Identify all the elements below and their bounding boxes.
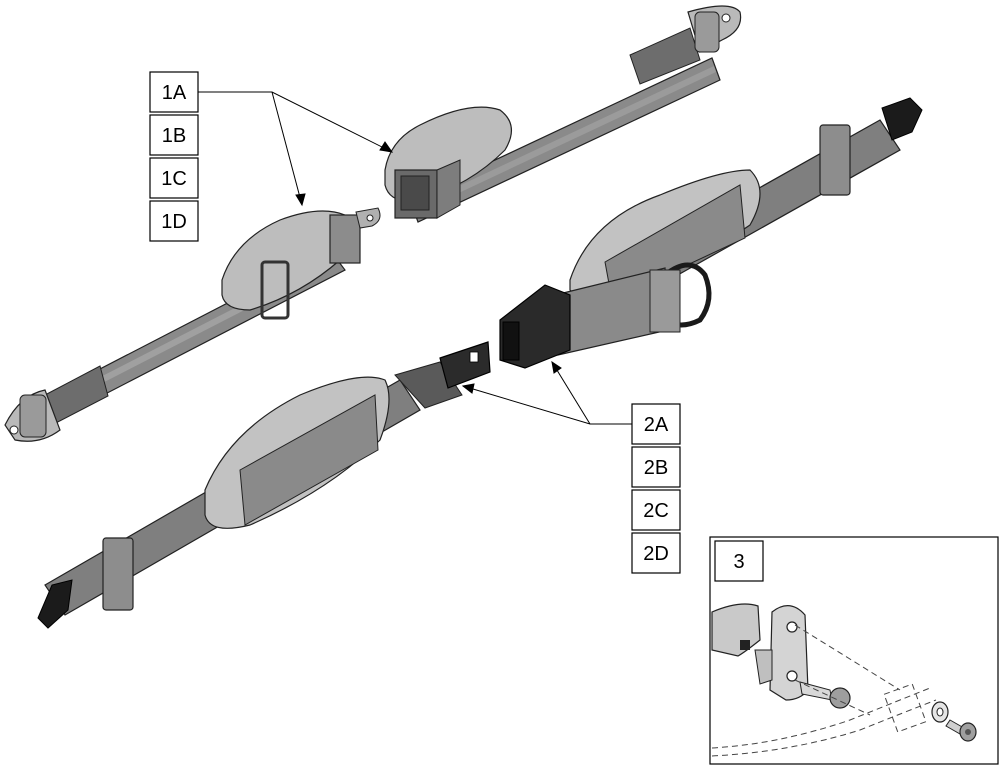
belt-2-right-strap	[499, 97, 923, 369]
callout-2d: 2D	[643, 543, 669, 565]
belt-1-lower-strap	[4, 207, 381, 442]
callout-2b: 2B	[644, 457, 668, 479]
callout-1b: 1B	[162, 125, 186, 147]
leader-lines	[198, 91, 632, 425]
belt-1-upper-strap	[384, 5, 742, 223]
callout-1c: 1C	[161, 168, 187, 190]
callout-1a: 1A	[162, 82, 187, 104]
detail-inset-3: 3	[709, 536, 999, 765]
callout-2c: 2C	[643, 500, 669, 522]
callout-2a: 2A	[644, 414, 669, 436]
callout-1d: 1D	[161, 211, 187, 233]
bolt-icon	[945, 719, 977, 742]
callout-group-2: 2A 2B 2C 2D	[631, 403, 681, 574]
callout-3: 3	[733, 551, 744, 573]
belt-2-left-strap	[37, 341, 491, 629]
callout-group-1: 1A 1B 1C 1D	[149, 71, 199, 242]
